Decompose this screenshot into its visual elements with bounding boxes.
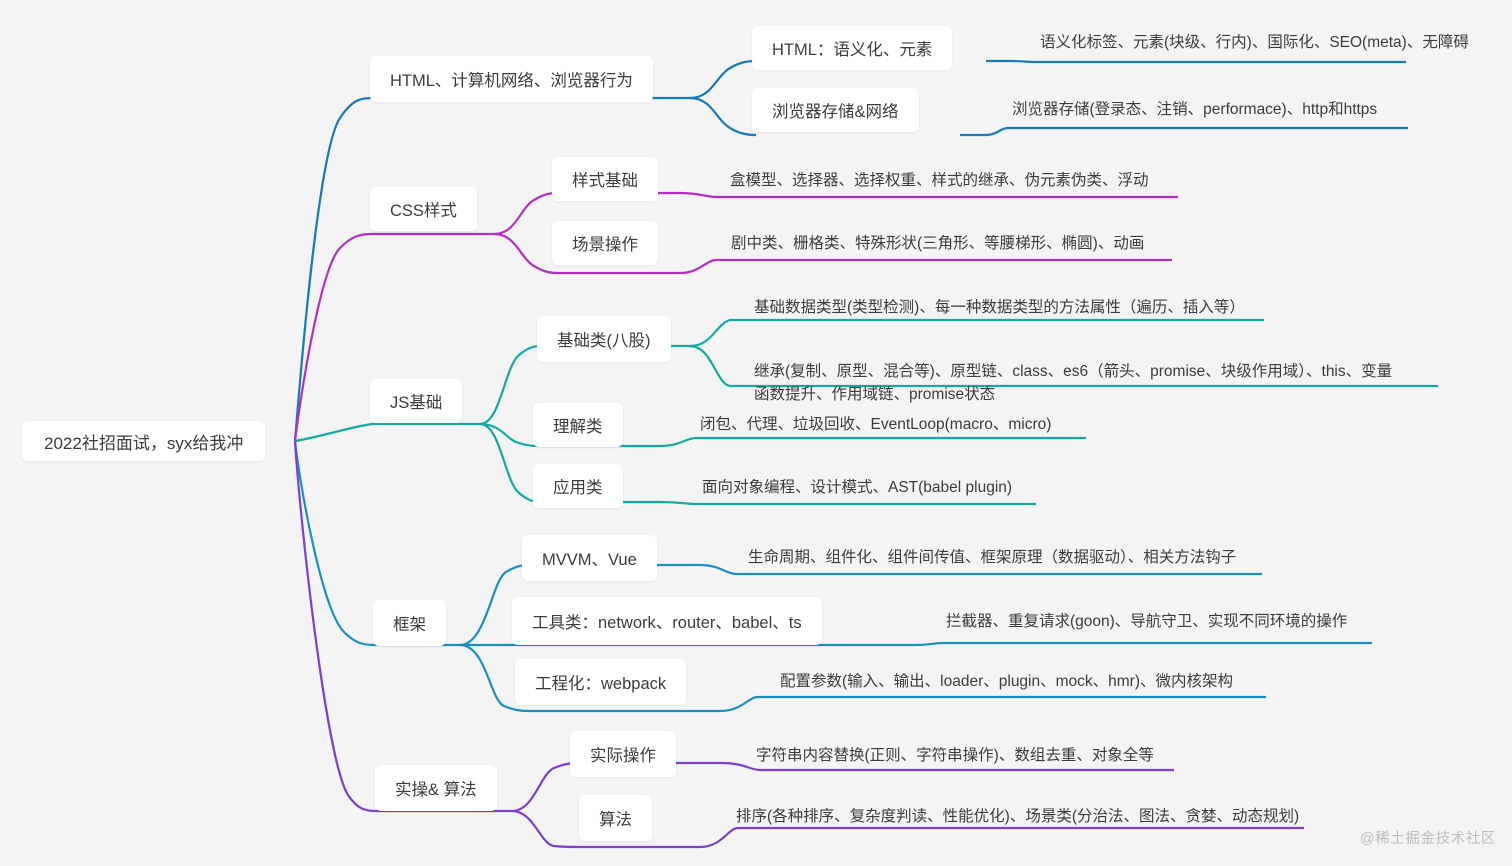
subnode-js-applications[interactable]: 应用类	[533, 464, 623, 508]
leaf-js-basics-types: 基础数据类型(类型检测)、每一种数据类型的方法属性（遍历、插入等）	[754, 299, 1245, 316]
subnode-algorithms[interactable]: 算法	[579, 795, 652, 841]
subnode-js-applications-label: 应用类	[553, 479, 603, 497]
root-node-label: 2022社招面试，syx给我冲	[44, 433, 244, 453]
watermark: @稀土掘金技术社区	[1359, 831, 1496, 847]
leaf-engineering: 配置参数(输入、输出、loader、plugin、mock、hmr)、微内核架构	[780, 673, 1234, 690]
subnode-tooling[interactable]: 工具类：network、router、babel、ts	[512, 597, 822, 645]
subnode-scene-ops[interactable]: 场景操作	[552, 221, 658, 265]
branch-node-html[interactable]: HTML、计算机网络、浏览器行为	[370, 56, 653, 102]
root-node[interactable]: 2022社招面试，syx给我冲	[22, 421, 266, 461]
wire-algo-c1-leaf	[578, 826, 1304, 849]
leaf-scene-ops: 剧中类、栅格类、特殊形状(三角形、等腰梯形、椭圆)、动画	[731, 235, 1145, 252]
leaf-js-basics-inherit: 继承(复制、原型、混合等)、原型链、class、es6（箭头、promise、块…	[754, 363, 1393, 403]
wire-algo-c1	[511, 809, 579, 849]
leaf-html-semantics: 语义化标签、元素(块级、行内)、国际化、SEO(meta)、无障碍	[1040, 34, 1469, 51]
subnode-engineering-label: 工程化：webpack	[535, 675, 667, 693]
branch-node-css[interactable]: CSS样式	[370, 187, 477, 231]
leaf-style-basics: 盒模型、选择器、选择权重、样式的继承、伪元素伪类、浮动	[730, 172, 1149, 189]
subnode-practical-ops-label: 实际操作	[590, 747, 656, 765]
branch-node-js[interactable]: JS基础	[370, 379, 463, 423]
subnode-engineering[interactable]: 工程化：webpack	[515, 659, 687, 705]
subnode-js-basics-label: 基础类(八股)	[557, 332, 651, 350]
subnode-js-concepts[interactable]: 理解类	[533, 403, 623, 447]
subnode-algorithms-label: 算法	[599, 811, 632, 829]
wire-css-c1	[493, 232, 559, 275]
leaf-js-applications: 面向对象编程、设计模式、AST(babel plugin)	[702, 479, 1013, 496]
leaf-algorithms: 排序(各种排序、复杂度判读、性能优化)、场景类(分治法、图法、贪婪、动态规划)	[736, 808, 1300, 825]
subnode-mvvm-vue-label: MVVM、Vue	[542, 551, 637, 569]
leaf-tooling: 拦截器、重复请求(goon)、导航守卫、实现不同环境的操作	[946, 613, 1348, 630]
branch-node-css-label: CSS样式	[390, 202, 457, 220]
wire-root-css	[293, 232, 373, 442]
subnode-practical-ops[interactable]: 实际操作	[570, 731, 676, 777]
subnode-html-semantics[interactable]: HTML：语义化、元素	[752, 26, 953, 70]
subnode-style-basics[interactable]: 样式基础	[552, 157, 658, 201]
branch-node-algo[interactable]: 实操& 算法	[375, 765, 497, 811]
wire-root-html	[293, 96, 373, 442]
branch-node-framework-label: 框架	[393, 616, 426, 634]
wire-html-c1	[689, 96, 757, 137]
wire-js-c1	[479, 422, 539, 448]
subnode-js-concepts-label: 理解类	[553, 418, 603, 436]
leaf-js-concepts: 闭包、代理、垃圾回收、EventLoop(macro、micro)	[700, 416, 1052, 433]
subnode-tooling-label: 工具类：network、router、babel、ts	[532, 614, 802, 632]
leaf-mvvm-vue: 生命周期、组件化、组件间传值、框架原理（数据驱动）、相关方法钩子	[748, 549, 1237, 566]
subnode-browser-storage-label: 浏览器存储&网络	[772, 103, 899, 121]
branch-node-html-label: HTML、计算机网络、浏览器行为	[390, 72, 633, 90]
branch-node-algo-label: 实操& 算法	[395, 781, 477, 799]
branch-node-framework[interactable]: 框架	[373, 600, 446, 646]
wire-root-js	[294, 422, 373, 443]
wire-root-algo	[293, 440, 378, 813]
subnode-style-basics-label: 样式基础	[572, 172, 638, 190]
subnode-browser-storage[interactable]: 浏览器存储&网络	[752, 88, 919, 132]
branch-node-js-label: JS基础	[390, 394, 443, 412]
wire-html-c0-leaf	[986, 59, 1406, 64]
subnode-scene-ops-label: 场景操作	[572, 236, 638, 254]
subnode-js-basics[interactable]: 基础类(八股)	[537, 316, 671, 362]
wire-root-framework	[293, 440, 376, 647]
leaf-practical-ops: 字符串内容替换(正则、字符串操作)、数组去重、对象全等	[756, 747, 1154, 764]
leaf-browser-storage: 浏览器存储(登录态、注销、performace)、http和https	[1012, 101, 1378, 118]
wire-html-c1-leaf	[960, 126, 1408, 137]
subnode-mvvm-vue[interactable]: MVVM、Vue	[522, 535, 657, 581]
subnode-html-semantics-label: HTML：语义化、元素	[772, 41, 933, 59]
